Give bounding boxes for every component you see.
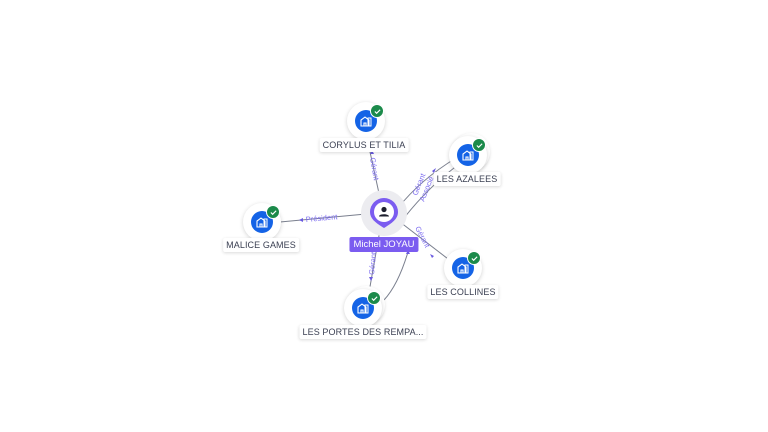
verified-check-icon — [467, 251, 481, 265]
edge-label-malice: Président — [305, 212, 338, 224]
company-node-malice[interactable] — [243, 203, 281, 241]
edge-label-corylus: Gérant — [368, 157, 381, 182]
company-node-azalees[interactable] — [449, 133, 490, 174]
arrow-portes — [369, 277, 373, 281]
arrow-corylus — [370, 150, 374, 154]
verified-check-icon — [367, 291, 381, 305]
person-icon — [370, 198, 398, 228]
company-label-collines[interactable]: LES COLLINES — [427, 285, 499, 299]
edge-label-portes: Gérant — [367, 251, 378, 276]
edge-portes-second — [383, 251, 409, 301]
arrow-malice — [299, 218, 303, 222]
person-node[interactable] — [361, 190, 407, 236]
verified-check-icon — [266, 205, 280, 219]
verified-check-icon — [472, 138, 486, 152]
company-label-portes[interactable]: LES PORTES DES REMPA... — [299, 325, 427, 339]
edge-malice — [279, 213, 367, 223]
arrow-azalees — [432, 168, 436, 173]
person-name-label[interactable]: Michel JOYAU — [349, 237, 419, 252]
company-label-corylus[interactable]: CORYLUS ET TILIA — [319, 138, 409, 152]
company-node-portes[interactable] — [344, 286, 385, 327]
company-label-malice[interactable]: MALICE GAMES — [223, 238, 299, 252]
company-label-azalees[interactable]: LES AZALEES — [433, 172, 501, 186]
arrow-portes-up — [406, 250, 410, 254]
verified-check-icon — [370, 104, 384, 118]
company-node-collines[interactable] — [444, 249, 482, 287]
arrow-collines — [430, 254, 434, 258]
company-node-corylus[interactable] — [347, 102, 385, 140]
